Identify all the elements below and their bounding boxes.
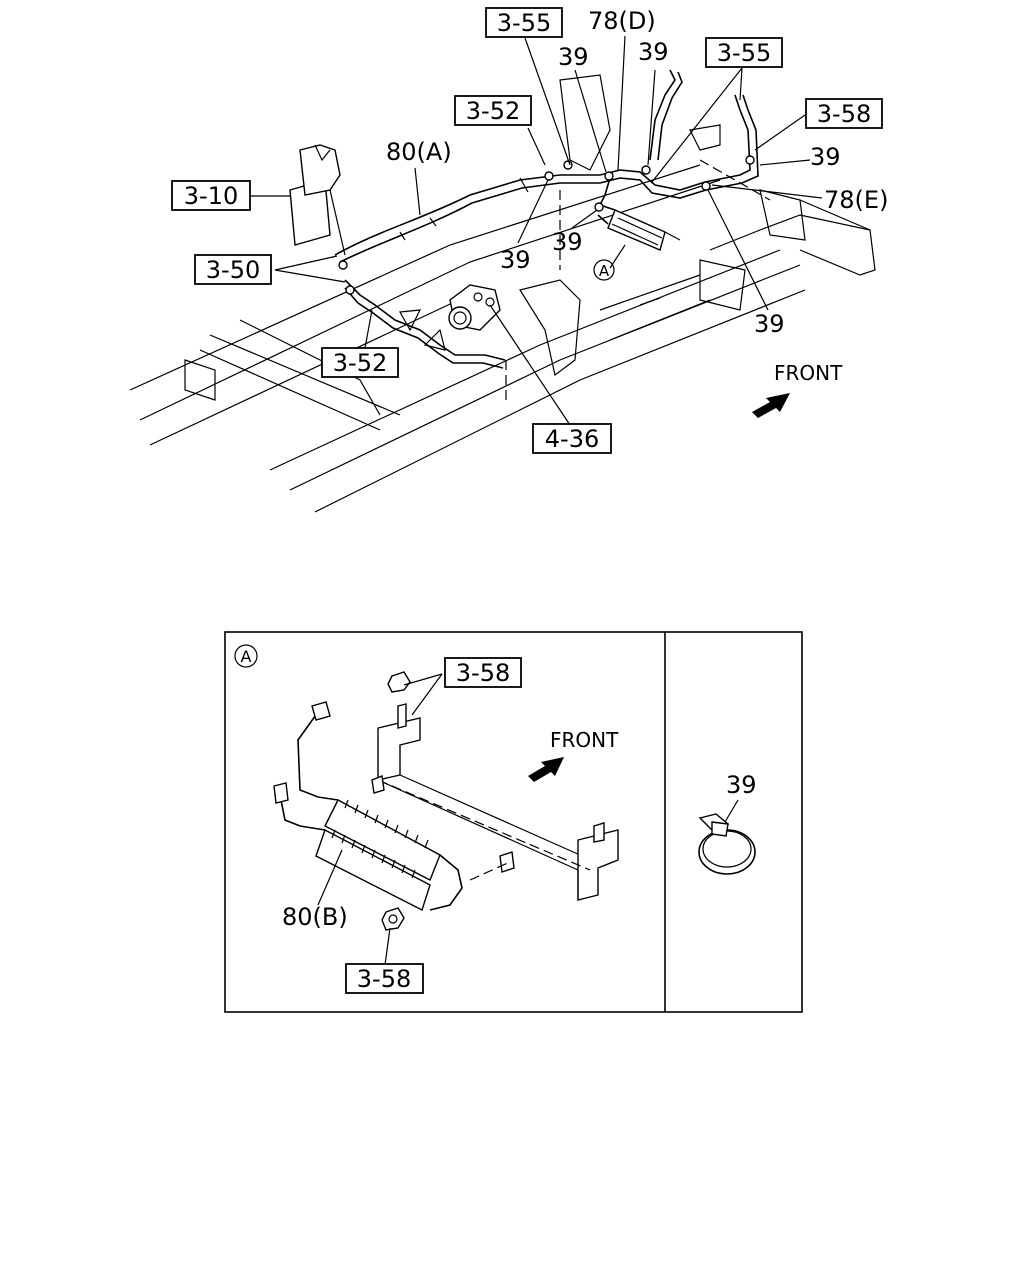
front-indicator-main: FRONT <box>752 361 843 418</box>
callout-3-52-bottom: 3-52 <box>321 347 399 378</box>
label-4-36: 4-36 <box>545 425 599 453</box>
leader-lines-detail <box>317 673 511 966</box>
detail-front-arrow-icon <box>528 757 564 782</box>
label-3-10: 3-10 <box>184 182 238 210</box>
label-clamp-39: 39 <box>726 771 757 799</box>
label-3-52-top: 3-52 <box>466 97 520 125</box>
label-detail-3-58-top: 3-58 <box>456 659 510 687</box>
label-marker-a-main: A <box>599 262 610 280</box>
label-39-c: 39 <box>810 143 841 171</box>
cooler-main <box>597 204 681 251</box>
callout-3-55-left: 3-55 <box>485 7 563 38</box>
detail-frame <box>224 631 803 1013</box>
label-detail-80b: 80(B) <box>282 903 348 931</box>
label-3-55-left: 3-55 <box>497 9 551 37</box>
callout-3-52-top: 3-52 <box>454 95 532 126</box>
clamp-39-detail: 39 <box>698 771 757 875</box>
label-39-d: 39 <box>552 228 583 256</box>
hose-80a <box>334 174 600 263</box>
label-80a: 80(A) <box>386 138 452 166</box>
detail-bracket <box>377 717 619 901</box>
detail-callout-3-58-bottom: 3-58 <box>345 963 424 994</box>
label-3-50: 3-50 <box>206 256 260 284</box>
label-3-55-right: 3-55 <box>717 39 771 67</box>
callout-3-58-top: 3-58 <box>805 98 883 129</box>
detail-callout-3-58-top: 3-58 <box>444 657 522 688</box>
pipe-3-55 <box>599 69 759 206</box>
reservoir-tank <box>289 144 346 256</box>
front-arrow-icon <box>752 393 790 418</box>
label-front-main: FRONT <box>774 361 843 385</box>
pipe-3-52 <box>344 279 506 369</box>
clamp-markers-main <box>338 155 755 295</box>
detail-cooler-80b <box>273 701 463 911</box>
label-detail-3-58-bottom: 3-58 <box>357 965 411 993</box>
label-detail-marker-a: A <box>241 647 252 666</box>
detail-marker-a: A <box>234 644 258 668</box>
label-3-52-bottom: 3-52 <box>333 349 387 377</box>
label-39-a: 39 <box>558 43 589 71</box>
callout-3-10: 3-10 <box>171 180 251 211</box>
marker-a-main: A <box>593 259 615 281</box>
detail-front-indicator: FRONT <box>528 728 619 782</box>
chassis-frame <box>129 74 876 513</box>
label-3-58-top: 3-58 <box>817 100 871 128</box>
label-39-e: 39 <box>500 246 531 274</box>
leader-lines-main <box>250 35 823 426</box>
steering-gear <box>448 284 501 331</box>
label-78e: 78(E) <box>824 186 888 214</box>
label-78d: 78(D) <box>588 7 656 35</box>
label-39-b: 39 <box>638 38 669 66</box>
label-39-f: 39 <box>754 310 785 338</box>
callout-3-50: 3-50 <box>194 254 272 285</box>
detail-bolts <box>371 671 605 931</box>
callout-4-36: 4-36 <box>532 423 612 454</box>
callout-3-55-right: 3-55 <box>705 37 783 68</box>
label-detail-front: FRONT <box>550 728 619 752</box>
